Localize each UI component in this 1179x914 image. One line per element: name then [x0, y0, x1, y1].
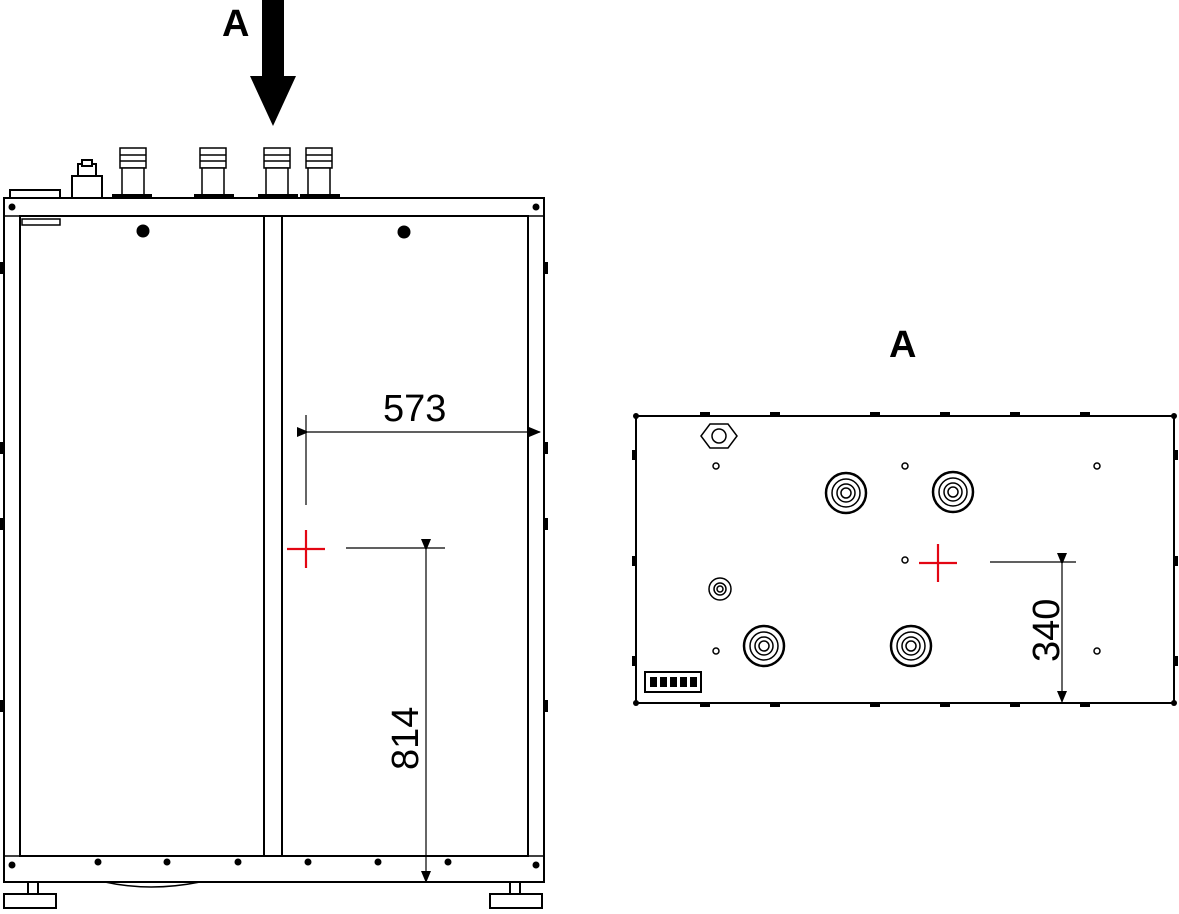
- front-center-divider: [263, 215, 283, 857]
- dimension-573-label: 573: [383, 388, 446, 430]
- top-hose-connection: [742, 624, 786, 668]
- dimension-340: 340: [990, 553, 1076, 703]
- front-feet: [3, 881, 543, 909]
- view-a-title: A: [889, 324, 916, 366]
- top-hose-connection: [931, 470, 975, 514]
- top-center-of-gravity-marker: [919, 544, 957, 582]
- top-gland-nut: [700, 423, 738, 449]
- top-view-outline: [635, 415, 1175, 704]
- view-arrow-label: A: [222, 3, 249, 45]
- dimension-573: 573: [297, 388, 541, 505]
- top-hose-connection: [824, 471, 868, 515]
- top-connector-fittings: [9, 147, 340, 199]
- view-a: A: [632, 324, 1178, 707]
- front-center-of-gravity-marker: [287, 530, 325, 568]
- top-small-fitting: [708, 577, 732, 601]
- top-hose-connection: [889, 624, 933, 668]
- front-view: 573 814: [0, 147, 548, 909]
- top-terminal-block: [644, 671, 702, 693]
- dimension-814-label: 814: [385, 707, 427, 770]
- dimension-814: 814: [346, 539, 445, 883]
- dimension-340-label: 340: [1026, 599, 1068, 662]
- view-direction-arrow: A: [222, 0, 296, 126]
